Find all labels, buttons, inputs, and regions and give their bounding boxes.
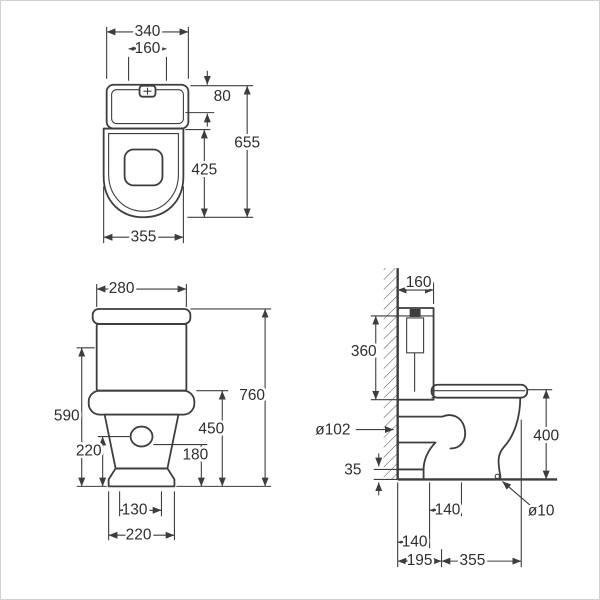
dim-top-655: 655 <box>234 135 260 152</box>
dim-side-140-lower: 140 <box>402 533 428 550</box>
drain-hole-front <box>129 425 154 448</box>
front-view-dimensions: 280 590 220 760 450 180 130 220 <box>51 278 272 546</box>
flush-valve <box>406 317 425 354</box>
side-view-drawing <box>383 268 558 481</box>
side-view: 160 360 ø102 35 400 ø10 140 140 195 355 <box>313 268 562 572</box>
dim-top-160: 160 <box>135 40 161 57</box>
dim-side-35: 35 <box>344 462 361 479</box>
dim-side-140-upper: 140 <box>435 501 461 518</box>
trap-outlet-bottom <box>396 441 437 471</box>
trap-outlet-top <box>396 414 467 450</box>
seat-plan-outline <box>108 133 179 212</box>
top-view-drawing <box>102 83 190 219</box>
top-view-dimensions: 340 160 80 655 425 355 <box>103 20 263 248</box>
side-view-dimensions: 160 360 ø102 35 400 ø10 140 140 195 355 <box>313 272 562 572</box>
cistern-lid-front <box>91 308 192 325</box>
dim-side-dia102: ø102 <box>315 422 350 439</box>
front-view: 280 590 220 760 450 180 130 220 <box>51 278 272 546</box>
dim-side-160: 160 <box>406 274 432 291</box>
dim-top-355: 355 <box>131 228 157 245</box>
fixing-hole <box>494 473 501 480</box>
front-view-drawing <box>87 308 196 488</box>
dim-front-280: 280 <box>109 280 135 297</box>
base-front <box>107 467 176 488</box>
seat-front <box>87 389 196 416</box>
dim-top-80: 80 <box>214 88 231 105</box>
dim-top-340: 340 <box>135 23 161 40</box>
cistern-side <box>396 307 435 401</box>
dim-side-dia10: ø10 <box>528 502 555 519</box>
dim-front-590: 590 <box>54 408 80 425</box>
dim-front-450: 450 <box>198 421 224 438</box>
top-view: 340 160 80 655 425 355 <box>102 20 263 248</box>
dim-side-400: 400 <box>533 428 559 445</box>
dim-top-425: 425 <box>191 162 217 179</box>
dim-front-760: 760 <box>239 387 265 404</box>
dim-side-360: 360 <box>351 343 377 360</box>
dim-front-130: 130 <box>122 501 148 518</box>
wall-hatch <box>383 268 398 480</box>
dia10-leader <box>501 480 531 506</box>
bowl-plan-outline <box>102 127 185 219</box>
seat-opening <box>123 148 164 187</box>
dim-side-195: 195 <box>407 552 433 569</box>
cistern-body-front <box>95 323 188 392</box>
dim-side-355: 355 <box>460 552 486 569</box>
flush-mechanism-top <box>409 308 421 317</box>
dim-front-180: 180 <box>182 447 208 464</box>
bowl-front-profile <box>497 396 522 481</box>
dim-front-220-height: 220 <box>76 443 102 460</box>
dim-front-220-width: 220 <box>126 526 152 543</box>
